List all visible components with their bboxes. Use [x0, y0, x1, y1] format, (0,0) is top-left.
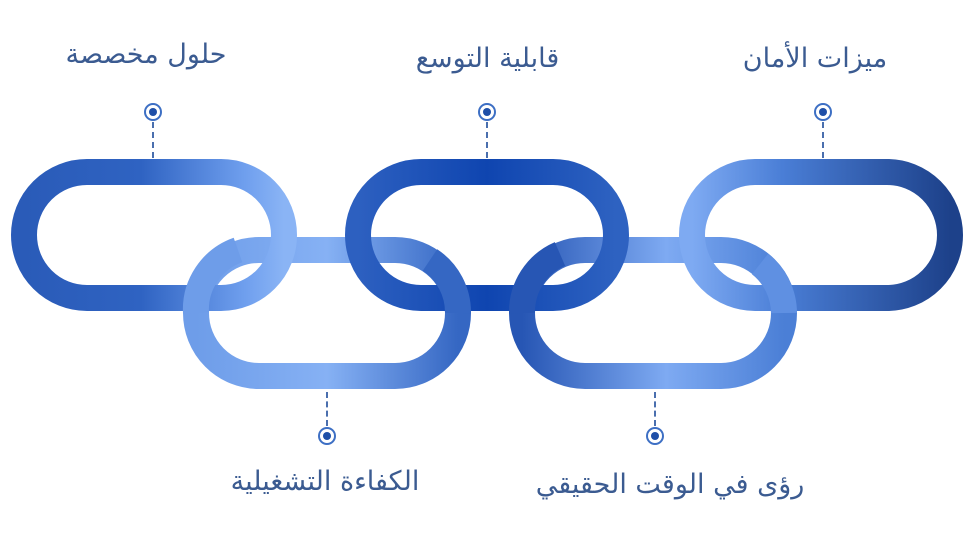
target-dot-icon	[144, 103, 162, 121]
connector-efficiency	[326, 392, 328, 426]
label-security-features: ميزات الأمان	[742, 43, 888, 74]
chain-link-upper-middle	[345, 159, 629, 311]
connector-insights	[654, 392, 656, 426]
label-custom-solutions: حلول مخصصة	[65, 39, 227, 70]
chain-link-upper-right	[679, 159, 963, 311]
chain-link-lower-left	[183, 237, 471, 389]
target-dot-icon	[478, 103, 496, 121]
connector-security	[822, 122, 824, 158]
target-dot-icon	[814, 103, 832, 121]
target-dot-icon	[646, 427, 664, 445]
target-dot-icon	[318, 427, 336, 445]
label-realtime-insights: رؤى في الوقت الحقيقي	[535, 469, 805, 500]
connector-custom	[152, 122, 154, 158]
connector-scalability	[486, 122, 488, 158]
label-scalability: قابلية التوسع	[415, 43, 560, 74]
chain-link-lower-right	[509, 237, 797, 389]
chain-link-upper-left	[11, 159, 297, 311]
label-operational-efficiency: الكفاءة التشغيلية	[230, 466, 420, 497]
